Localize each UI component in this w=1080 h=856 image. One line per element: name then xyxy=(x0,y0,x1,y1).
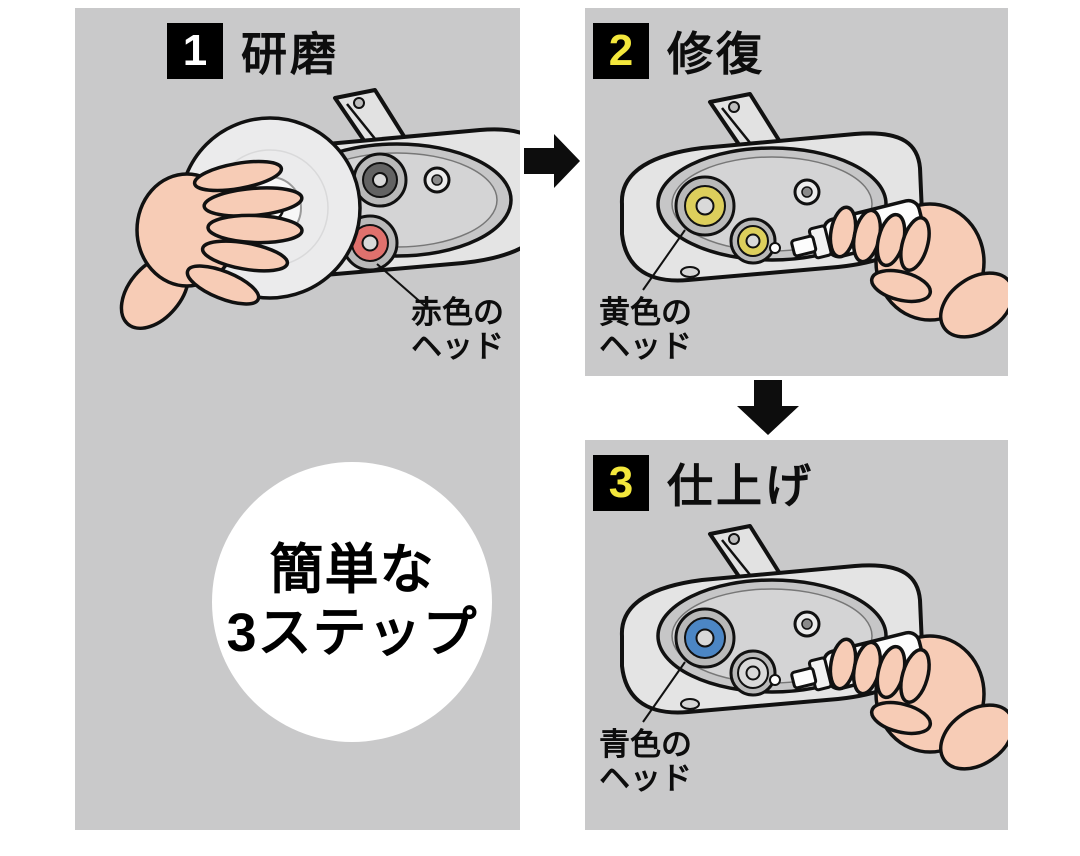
device-button xyxy=(680,698,700,710)
step-3-panel: 3 仕上げ xyxy=(585,440,1008,830)
red-head-label-line2: ヘッド xyxy=(411,329,504,364)
step-1-title: 研磨 xyxy=(241,28,339,80)
step-2-number-badge: 2 xyxy=(593,23,649,79)
step-3-number: 3 xyxy=(608,458,634,507)
label-pointer-line xyxy=(376,263,426,307)
step-1-illustration: 赤色の ヘッド xyxy=(119,88,520,364)
spindle xyxy=(793,178,821,206)
spindle xyxy=(423,166,451,194)
step-1-number: 1 xyxy=(182,26,208,75)
hand-with-bottle xyxy=(769,198,1008,339)
fluid-drop xyxy=(769,242,781,254)
fluid-drop xyxy=(769,674,781,686)
three-steps-circle: 簡単な 3ステップ xyxy=(212,462,492,742)
blue-head-label-line1: 青色の xyxy=(599,727,692,762)
yellow-head-label-line1: 黄色の xyxy=(599,295,692,330)
yellow-head-large xyxy=(674,175,736,237)
device-button xyxy=(680,266,700,278)
light-head xyxy=(729,649,777,697)
step-3-header: 3 仕上げ xyxy=(593,450,814,516)
red-head-label-line1: 赤色の xyxy=(411,295,504,330)
spindle xyxy=(793,610,821,638)
step-2-header: 2 修復 xyxy=(593,18,765,84)
step-3-illustration: 青色の ヘッド xyxy=(599,524,1008,796)
step-2-title: 修復 xyxy=(667,28,765,80)
step-3-number-badge: 3 xyxy=(593,455,649,511)
step-1-panel: 1 研磨 xyxy=(75,8,520,830)
step-2-panel: 2 修復 xyxy=(585,8,1008,376)
label-pointer-line xyxy=(642,661,686,723)
step-1-number-badge: 1 xyxy=(167,23,223,79)
step-3-title: 仕上げ xyxy=(667,460,814,512)
yellow-head-label-line2: ヘッド xyxy=(599,329,692,364)
yellow-head-small xyxy=(729,217,777,265)
right-arrow-icon xyxy=(524,134,580,188)
hand-with-bottle xyxy=(769,630,1008,771)
step-2-illustration: 黄色の ヘッド xyxy=(599,92,1008,364)
blue-head xyxy=(674,607,736,669)
dark-head xyxy=(352,152,408,208)
circle-text-line1: 簡単な xyxy=(269,540,435,601)
down-arrow-icon xyxy=(737,380,799,435)
blue-head-label-line2: ヘッド xyxy=(599,761,692,796)
circle-text-line2: 3ステップ xyxy=(226,603,478,663)
hand-holding-disc xyxy=(119,159,304,331)
step-1-header: 1 研磨 xyxy=(167,18,339,84)
step-2-number: 2 xyxy=(608,26,634,75)
label-pointer-line xyxy=(642,229,686,291)
